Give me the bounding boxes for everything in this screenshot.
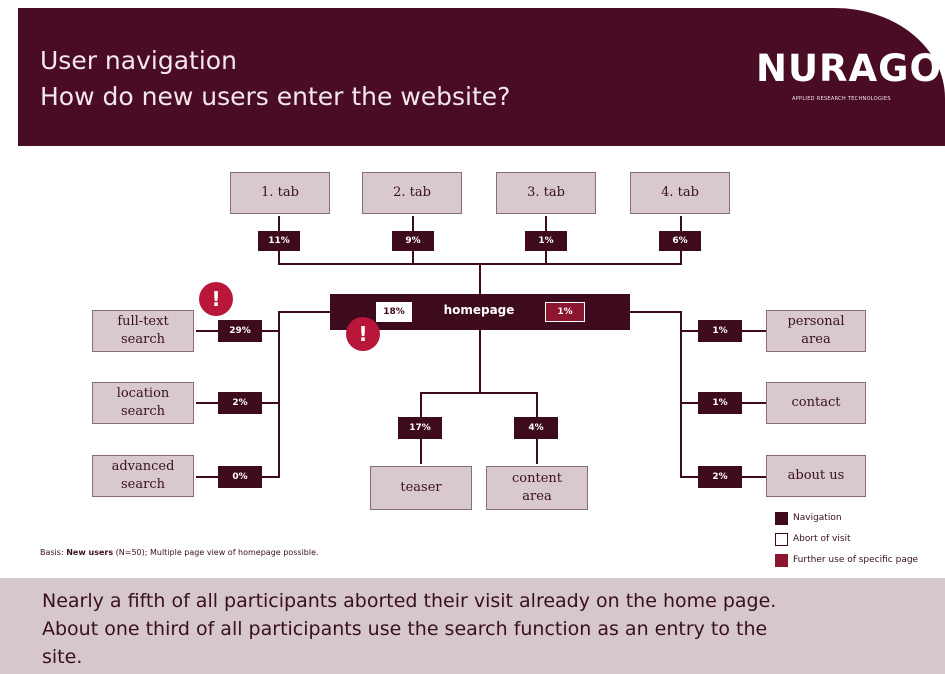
connector-line xyxy=(680,311,682,477)
node-label-line1: advanced xyxy=(111,459,175,474)
connector-line xyxy=(278,263,682,265)
node-label-line2: search xyxy=(121,404,165,419)
location-search-node: location search xyxy=(92,382,194,424)
header-banner: User navigation How do new users enter t… xyxy=(18,8,945,146)
homepage-label: homepage xyxy=(443,303,515,317)
contact-node: contact xyxy=(766,382,866,424)
nurago-logo: NURAGO APPLIED RESEARCH TECHNOLOGIES xyxy=(756,48,941,110)
node-label-line1: personal xyxy=(787,314,845,329)
logo-subtext: APPLIED RESEARCH TECHNOLOGIES xyxy=(792,96,891,102)
legend-swatch-abort xyxy=(775,532,788,546)
logo-text: NURAGO xyxy=(756,47,942,90)
content-area-node: content area xyxy=(486,466,588,510)
contact-percent: 1% xyxy=(698,392,742,414)
node-label-line2: area xyxy=(801,332,831,347)
alert-icon: ! xyxy=(199,282,233,316)
tab-1-percent: 11% xyxy=(258,231,300,251)
tab-2-percent: 9% xyxy=(392,231,434,251)
homepage-node: 18% homepage 1% xyxy=(330,294,630,330)
alert-icon: ! xyxy=(346,317,380,351)
tab-4-percent: 6% xyxy=(659,231,701,251)
full-text-search-percent: 29% xyxy=(218,320,262,342)
node-label-line1: full-text xyxy=(117,314,169,329)
about-us-node: about us xyxy=(766,455,866,497)
tab-3-percent: 1% xyxy=(525,231,567,251)
full-text-search-node: full-text search xyxy=(92,310,194,352)
basis-note: Basis: New users (N=50); Multiple page v… xyxy=(40,548,319,557)
tab-4-node: 4. tab xyxy=(630,172,730,214)
header-subtitle: How do new users enter the website? xyxy=(40,82,511,111)
node-label-line1: content xyxy=(512,471,562,486)
summary-line: About one third of all participants use … xyxy=(42,618,768,640)
legend-item-further-use: Further use of specific page xyxy=(775,553,918,567)
basis-prefix: Basis: xyxy=(40,548,64,557)
connector-line xyxy=(479,264,481,294)
summary-line: site. xyxy=(42,646,83,668)
header-title: User navigation xyxy=(40,46,237,75)
connector-line xyxy=(420,392,538,394)
homepage-abort-percent: 18% xyxy=(376,302,412,322)
legend-label: Further use of specific page xyxy=(793,555,919,565)
connector-line xyxy=(278,311,280,477)
legend-label: Abort of visit xyxy=(793,534,851,544)
about-us-percent: 2% xyxy=(698,466,742,488)
basis-rest: (N=50); Multiple page view of homepage p… xyxy=(115,548,319,557)
content-area-percent: 4% xyxy=(514,417,558,439)
node-label-line2: area xyxy=(522,489,552,504)
node-label-line1: location xyxy=(116,386,170,401)
legend-swatch-navigation xyxy=(775,511,788,525)
advanced-search-percent: 0% xyxy=(218,466,262,488)
teaser-percent: 17% xyxy=(398,417,442,439)
connector-line xyxy=(278,311,330,313)
basis-bold: New users xyxy=(66,548,114,557)
tab-3-node: 3. tab xyxy=(496,172,596,214)
node-label-line2: search xyxy=(121,332,165,347)
advanced-search-node: advanced search xyxy=(92,455,194,497)
personal-area-percent: 1% xyxy=(698,320,742,342)
legend-item-abort: Abort of visit xyxy=(775,532,851,546)
location-search-percent: 2% xyxy=(218,392,262,414)
legend-item-navigation: Navigation xyxy=(775,511,842,525)
summary-footer: Nearly a fifth of all participants abort… xyxy=(0,578,945,674)
node-label-line2: search xyxy=(121,477,165,492)
legend-swatch-further-use xyxy=(775,553,788,567)
homepage-further-use-percent: 1% xyxy=(545,302,585,322)
teaser-node: teaser xyxy=(370,466,472,510)
personal-area-node: personal area xyxy=(766,310,866,352)
tab-1-node: 1. tab xyxy=(230,172,330,214)
legend-label: Navigation xyxy=(793,513,842,523)
tab-2-node: 2. tab xyxy=(362,172,462,214)
connector-line xyxy=(479,330,481,394)
summary-line: Nearly a fifth of all participants abort… xyxy=(42,590,777,612)
connector-line xyxy=(630,311,682,313)
